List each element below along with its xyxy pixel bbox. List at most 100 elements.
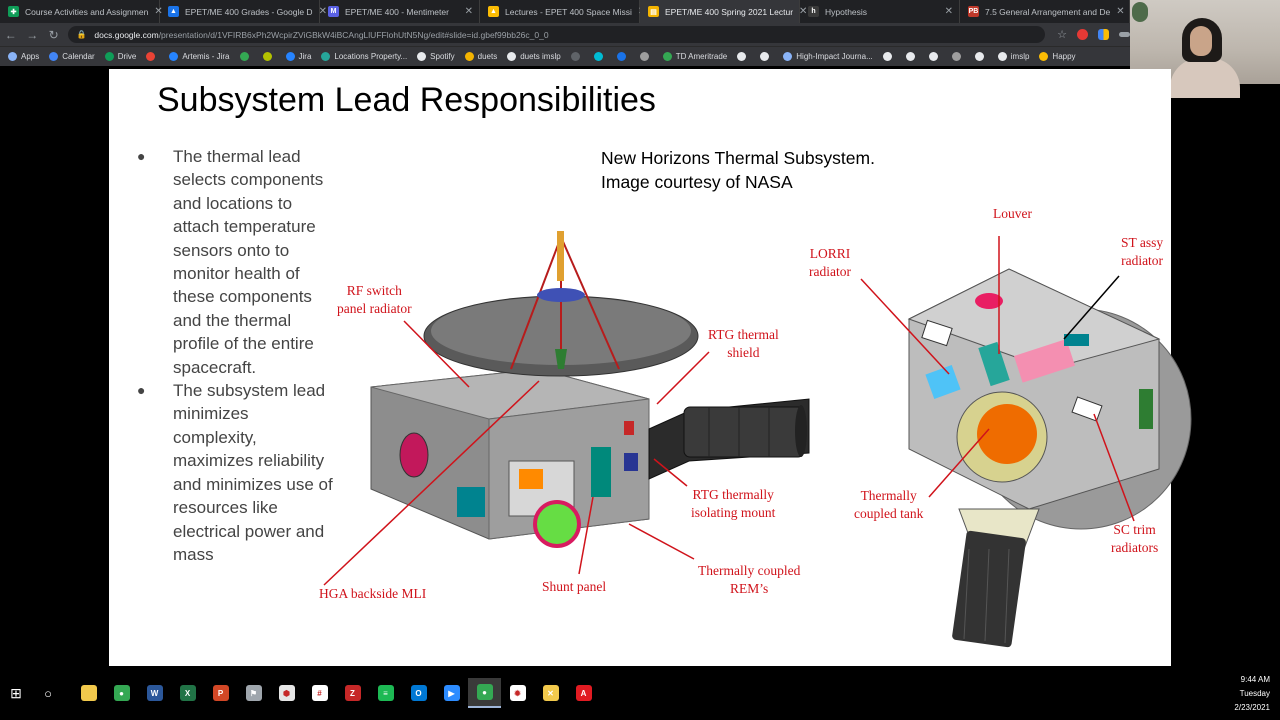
extension-menu-icon[interactable]	[1119, 32, 1130, 37]
outlook-icon: O	[410, 685, 427, 701]
taskbar-app-button[interactable]: W	[138, 678, 171, 708]
taskbar-app-button[interactable]: Z	[336, 678, 369, 708]
bookmark-item[interactable]: TD Ameritrade	[662, 52, 728, 61]
bookmark-label: duets imslp	[520, 52, 561, 61]
bullet-list: ●The thermal lead selects components and…	[137, 145, 337, 566]
windows-start-icon[interactable]: ⊞	[10, 684, 22, 701]
taskbar-app-button[interactable]: ●	[105, 678, 138, 708]
tab-strip: ✚Course Activities and Assignmen✕ ▲ EPET/M…	[0, 0, 1130, 23]
bookmark-item[interactable]: Jira	[285, 52, 311, 61]
tab-close-icon[interactable]: ✕	[318, 6, 327, 17]
bookmark-item[interactable]	[737, 52, 750, 61]
bookmark-item[interactable]	[262, 52, 276, 61]
tab-close-icon[interactable]: ✕	[1116, 6, 1125, 17]
reload-icon[interactable]: ↻	[48, 27, 59, 42]
bookmark-label: Spotify	[430, 52, 455, 61]
taskbar-app-button[interactable]: ✹	[501, 678, 534, 708]
taskbar-app-button[interactable]: P	[204, 678, 237, 708]
taskbar-app-button[interactable]: ▶	[435, 678, 468, 708]
bookmark-item[interactable]	[570, 52, 584, 61]
tab-close-icon[interactable]: ✕	[154, 6, 163, 17]
taskbar-app-button[interactable]: ●	[468, 678, 501, 708]
system-clock[interactable]: 9:44 AM Tuesday 2/23/2021	[1234, 673, 1270, 715]
right-spacecraft-illustration	[907, 268, 1192, 648]
bookmark-item[interactable]	[760, 52, 773, 61]
acrobat-red-icon: A	[575, 685, 592, 701]
forward-icon[interactable]: →	[26, 27, 39, 42]
tab-favicon-icon: M	[328, 6, 339, 17]
bookmark-item[interactable]	[928, 52, 942, 61]
bookmark-icon	[974, 52, 984, 61]
slide-title: Subsystem Lead Responsibilities	[157, 81, 656, 119]
bookmark-item[interactable]	[239, 52, 253, 61]
taskbar-app-button[interactable]: A	[567, 678, 600, 708]
taskbar-app-button[interactable]: ⚑	[237, 678, 270, 708]
bookmark-item[interactable]: imslp	[997, 52, 1029, 61]
browser-tab[interactable]: ▲ EPET/ME 400 Grades - Google D ✕	[160, 0, 327, 23]
bookmark-item[interactable]: Artemis - Jira	[169, 52, 230, 61]
bookmark-icon	[321, 52, 331, 61]
bookmark-item[interactable]: Drive	[104, 52, 136, 61]
bookmark-icon	[570, 52, 580, 61]
bookmark-item[interactable]: duets	[464, 52, 497, 61]
bookmark-label: TD Ameritrade	[675, 52, 728, 61]
browser-tab[interactable]: ▤EPET/ME 400 Spring 2021 Lectur✕	[640, 0, 807, 23]
taskbar-app-button[interactable]: ✕	[534, 678, 567, 708]
taskbar-app-button[interactable]: ⬢	[270, 678, 303, 708]
chrome-active-icon: ●	[476, 684, 493, 700]
browser-tab[interactable]: ✚Course Activities and Assignmen✕	[0, 0, 163, 23]
bookmark-icon	[616, 52, 626, 61]
tab-close-icon[interactable]: ✕	[464, 6, 473, 17]
bookmark-icon	[49, 52, 59, 61]
tab-favicon-icon: ▲	[168, 6, 179, 17]
bookmark-item[interactable]	[146, 52, 159, 61]
taskbar-app-button[interactable]: X	[171, 678, 204, 708]
bookmark-item[interactable]: Locations Property...	[321, 52, 407, 61]
bookmark-item[interactable]	[639, 52, 653, 61]
bookmark-item[interactable]	[905, 52, 919, 61]
caption-line: Image courtesy of NASA	[601, 171, 793, 192]
url-field[interactable]: 🔒 docs.google.com /presentation/d/1VFIRB…	[68, 26, 1046, 43]
tab-title: EPET/ME 400 Grades - Google D	[185, 6, 313, 17]
browser-tab[interactable]: ▲Lectures - EPET 400 Space Missi✕	[480, 0, 646, 23]
bookmark-item[interactable]: Happy	[1039, 52, 1076, 61]
bookmark-item[interactable]: Spotify	[417, 52, 455, 61]
bullet-item: ●The thermal lead selects components and…	[137, 145, 337, 379]
bookmark-item[interactable]: High-Impact Journa...	[783, 52, 873, 61]
bookmark-item[interactable]: Apps	[8, 52, 39, 61]
tab-title: EPET/ME 400 Spring 2021 Lectur	[665, 6, 794, 17]
taskbar-app-button[interactable]: ≡	[369, 678, 402, 708]
extension-red-icon[interactable]	[1077, 29, 1088, 40]
star-icon[interactable]: ☆	[1057, 29, 1067, 41]
callout-line-black	[1063, 275, 1120, 340]
extension-grid-icon[interactable]	[1098, 29, 1109, 40]
acrobat-icon: ⬢	[278, 685, 295, 701]
bookmark-icon	[593, 52, 603, 61]
tab-close-icon[interactable]: ✕	[799, 6, 808, 17]
figure-caption: New Horizons Thermal Subsystem. Image co…	[601, 147, 961, 194]
search-circle-icon[interactable]: ○	[44, 685, 52, 701]
url-host: docs.google.com	[94, 29, 159, 40]
spotify-icon: ≡	[377, 685, 394, 701]
taskbar-app-button[interactable]: O	[402, 678, 435, 708]
label-shunt-panel: Shunt panel	[542, 579, 607, 594]
label-louver: Louver	[993, 206, 1032, 221]
bookmark-item[interactable]	[951, 52, 965, 61]
taskbar-app-button[interactable]: #	[303, 678, 336, 708]
tab-close-icon[interactable]: ✕	[944, 6, 953, 17]
back-icon[interactable]: ←	[4, 27, 17, 42]
bookmark-item[interactable]	[616, 52, 630, 61]
bullet-item: ●The subsystem lead minimizes complexity…	[137, 379, 337, 566]
taskbar-app-button[interactable]	[72, 678, 105, 708]
bookmark-item[interactable]	[593, 52, 607, 61]
bookmark-icon	[285, 52, 295, 61]
bookmark-item[interactable]	[882, 52, 896, 61]
bookmark-item[interactable]	[974, 52, 988, 61]
bookmark-item[interactable]: duets imslp	[507, 52, 561, 61]
bookmark-item[interactable]: Calendar	[49, 52, 95, 61]
bookmark-icon	[783, 52, 793, 61]
